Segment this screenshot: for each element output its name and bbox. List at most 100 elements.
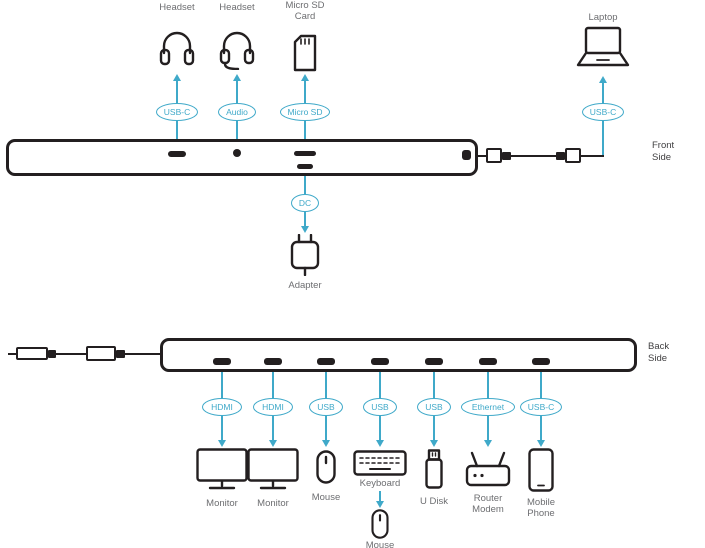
arrow-down-icon <box>269 440 277 447</box>
cable-plug-tip <box>502 152 511 160</box>
audio-jack-mark <box>233 149 241 157</box>
adapter-label: Adapter <box>288 280 322 291</box>
connector-line <box>236 81 238 103</box>
cable-plug-tip <box>556 152 565 160</box>
connector-line <box>325 372 327 398</box>
port-oval-ethernet: Ethernet <box>461 398 515 416</box>
connector-line <box>304 121 306 139</box>
front-device-label-headset-2: Headset <box>219 2 255 13</box>
connector-line <box>487 416 489 440</box>
arrow-down-icon <box>376 501 384 508</box>
port-oval-hdmi-1: HDMI <box>202 398 242 416</box>
usbc-port-mark <box>532 358 550 365</box>
hdmi-port-mark <box>264 358 282 365</box>
ethernet-port-mark <box>479 358 497 365</box>
monitor-icon <box>247 448 299 492</box>
cable-plug <box>565 148 581 163</box>
arrow-down-icon <box>376 440 384 447</box>
connector-line <box>602 121 604 156</box>
keyboard-icon <box>353 450 407 476</box>
port-oval-usbc-back: USB-C <box>520 398 562 416</box>
arrow-down-icon <box>322 440 330 447</box>
monitor-icon <box>196 448 248 492</box>
keyboard-label: Keyboard <box>359 478 401 489</box>
mouse-icon <box>370 509 390 539</box>
arrow-up-icon <box>173 74 181 81</box>
usbc-port-mark <box>168 151 186 157</box>
router-icon <box>465 450 511 488</box>
host-device-label-laptop: Laptop <box>588 12 618 23</box>
usb-port-mark <box>425 358 443 365</box>
arrow-up-icon <box>233 74 241 81</box>
port-oval-hdmi-2: HDMI <box>253 398 293 416</box>
monitor-label: Monitor <box>257 498 289 509</box>
host-cable-line <box>478 155 604 157</box>
mouse-icon <box>316 450 336 484</box>
port-oval-usb-1: USB <box>309 398 343 416</box>
usb-port-mark <box>371 358 389 365</box>
chained-mouse-label: Mouse <box>365 540 395 548</box>
connector-line <box>304 212 306 226</box>
cable-plug <box>16 347 48 360</box>
connector-line <box>272 372 274 398</box>
usb-disk-label: U Disk <box>420 496 448 507</box>
connector-line <box>540 416 542 440</box>
front-device-label-headset-1: Headset <box>159 2 195 13</box>
mouse-label: Mouse <box>311 492 341 503</box>
connector-line <box>433 372 435 398</box>
connector-line <box>540 372 542 398</box>
connector-line <box>236 121 238 139</box>
connector-line <box>379 416 381 440</box>
hdmi-port-mark <box>213 358 231 365</box>
headset-icon <box>217 20 257 70</box>
headphone-icon <box>158 20 196 70</box>
arrow-up-icon <box>599 76 607 83</box>
connector-line <box>379 372 381 398</box>
connector-line <box>602 83 604 103</box>
back-cable-line <box>8 353 160 355</box>
host-port-mark <box>462 150 471 160</box>
port-oval-audio: Audio <box>218 103 256 121</box>
connector-line <box>221 416 223 440</box>
arrow-down-icon <box>301 226 309 233</box>
dock-back-panel <box>160 338 637 372</box>
port-oval-microsd: Micro SD <box>280 103 330 121</box>
connector-line <box>221 372 223 398</box>
arrow-down-icon <box>484 440 492 447</box>
sd-slot-mark <box>294 151 316 156</box>
usb-port-mark <box>317 358 335 365</box>
connector-line <box>379 491 381 501</box>
cable-plug-tip <box>48 350 56 358</box>
smartphone-icon <box>528 448 554 492</box>
connector-line <box>272 416 274 440</box>
connector-line <box>325 416 327 440</box>
power-adapter-icon <box>287 234 323 276</box>
monitor-label: Monitor <box>206 498 238 509</box>
connector-line <box>176 81 178 103</box>
connector-line <box>176 121 178 139</box>
port-oval-usbc-front: USB-C <box>156 103 198 121</box>
cable-plug <box>486 148 502 163</box>
usb-flash-icon <box>425 448 443 490</box>
cable-plug <box>86 346 116 361</box>
port-oval-usb-2: USB <box>363 398 397 416</box>
connector-line <box>304 176 306 194</box>
arrow-down-icon <box>218 440 226 447</box>
arrow-down-icon <box>430 440 438 447</box>
laptop-icon <box>573 26 633 74</box>
dc-port-mark <box>297 164 313 169</box>
connector-line <box>304 81 306 103</box>
cable-plug-tip <box>116 350 125 358</box>
port-oval-usb-3: USB <box>417 398 451 416</box>
connector-line <box>433 416 435 440</box>
arrow-up-icon <box>301 74 309 81</box>
connector-line <box>487 372 489 398</box>
arrow-down-icon <box>537 440 545 447</box>
port-oval-dc: DC <box>291 194 319 212</box>
